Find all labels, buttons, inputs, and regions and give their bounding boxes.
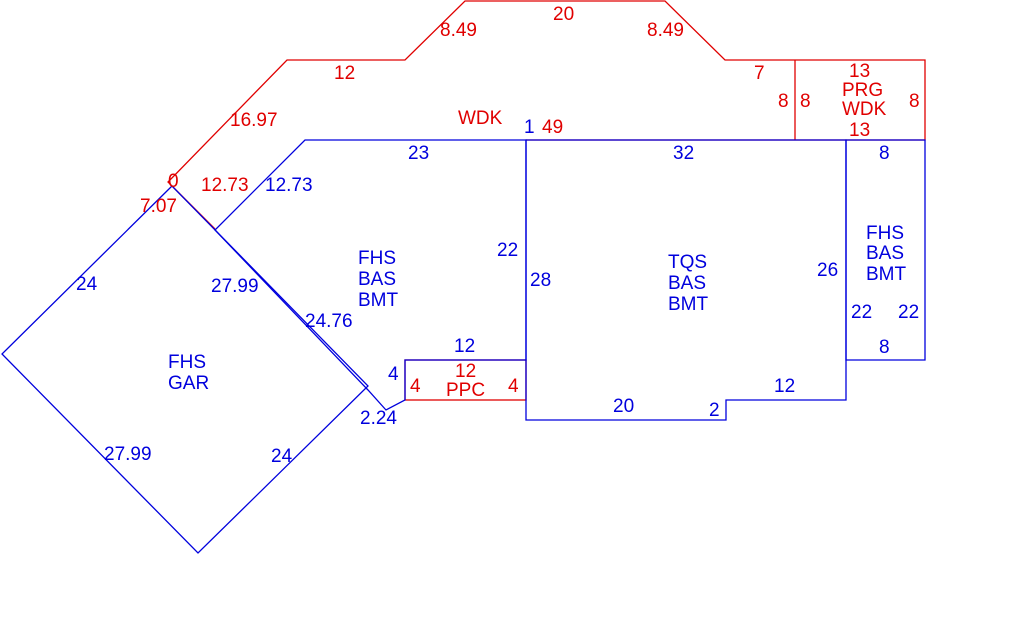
dim-label: 28 — [530, 270, 551, 291]
area-label: BMT — [668, 294, 709, 315]
dim-label: 8 — [800, 91, 811, 112]
dim-label: 24.76 — [305, 311, 353, 332]
dim-label: 12 — [454, 336, 475, 357]
area-label: FHS — [168, 352, 206, 373]
dim-label: 49 — [542, 117, 563, 138]
area-label: FHS — [866, 223, 904, 244]
dim-label: 20 — [613, 396, 634, 417]
dim-label: 8 — [778, 91, 789, 112]
area-label: GAR — [168, 373, 209, 394]
area-label: BMT — [358, 290, 399, 311]
area-label: BAS — [668, 273, 706, 294]
area-label: PPC — [446, 380, 485, 401]
dim-label: 2 — [709, 400, 720, 421]
dim-label: 4 — [410, 376, 421, 397]
dim-label: 13 — [849, 61, 870, 82]
dim-label: 13 — [849, 120, 870, 141]
dim-label: 24 — [76, 274, 98, 295]
dim-label: 2.24 — [360, 408, 397, 429]
dim-label: 12.73 — [265, 175, 313, 196]
dim-label: 8 — [879, 143, 890, 164]
dim-label: 22 — [851, 302, 872, 323]
fhs-bas-right-outline — [845, 139, 926, 361]
dim-label: 0 — [168, 171, 179, 192]
dim-label: 16.97 — [230, 110, 278, 131]
dim-label: 8 — [879, 337, 890, 358]
dim-label: 24 — [271, 446, 293, 467]
garage-outline — [1, 185, 369, 554]
dim-label: 8 — [909, 91, 920, 112]
area-label: WDK — [842, 99, 887, 120]
dim-label: 8.49 — [647, 20, 684, 41]
dim-label: 32 — [673, 143, 694, 164]
dim-label: 23 — [408, 143, 429, 164]
area-label: BAS — [866, 243, 904, 264]
area-label: BMT — [866, 264, 907, 285]
dim-label: 20 — [553, 4, 574, 25]
dim-label: 4 — [508, 376, 519, 397]
dim-label: 7.07 — [140, 196, 177, 217]
dim-label: 27.99 — [211, 276, 259, 297]
area-label: FHS — [358, 248, 396, 269]
dim-label: 22 — [898, 302, 919, 323]
area-label: TQS — [668, 252, 707, 273]
dim-label: 12 — [774, 376, 795, 397]
dim-label: 12 — [455, 361, 476, 382]
dim-label: 8.49 — [440, 20, 477, 41]
dim-label: 12.73 — [201, 175, 249, 196]
dim-label: 22 — [497, 240, 518, 261]
area-label: PRG — [842, 80, 883, 101]
dim-label: 1 — [524, 117, 535, 138]
dim-label: 27.99 — [104, 444, 152, 465]
dim-label: 7 — [754, 63, 765, 84]
area-label: WDK — [458, 108, 503, 129]
dim-label: 4 — [388, 364, 399, 385]
wdk-outline — [167, 0, 926, 230]
dim-label: 26 — [817, 260, 838, 281]
dim-label: 12 — [334, 63, 355, 84]
area-label: BAS — [358, 269, 396, 290]
